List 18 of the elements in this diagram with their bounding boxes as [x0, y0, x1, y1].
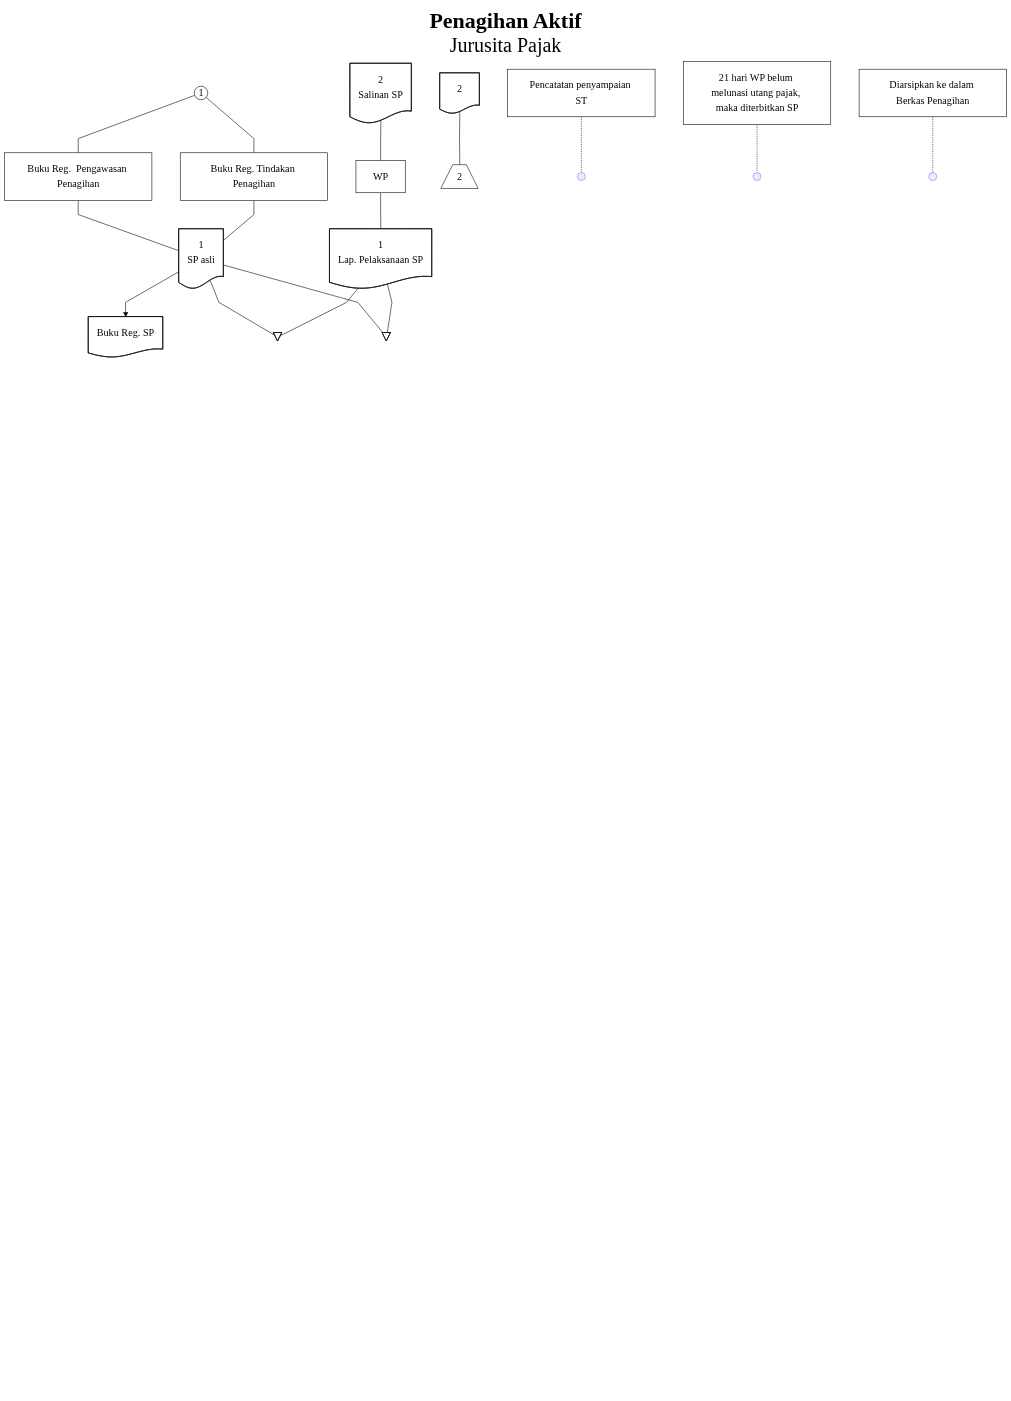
connector	[223, 200, 255, 241]
connector	[280, 288, 359, 336]
diagram-title: Penagihan Aktif	[429, 8, 582, 34]
node-box: Pencatatan penyampaian ST	[507, 68, 656, 118]
node-box: Buku Reg. Tindakan Penagihan	[179, 152, 328, 201]
node-circle: 1	[193, 85, 209, 101]
connector	[380, 192, 382, 230]
connector	[380, 120, 382, 161]
node-box: 21 hari WP belum melunasi utang pajak, maka diterbitkan SP	[683, 61, 832, 125]
connector	[386, 284, 393, 334]
node-box: Diarsipkan ke dalam Berkas Penagihan	[858, 68, 1007, 118]
connector	[209, 280, 276, 336]
connector	[223, 264, 384, 334]
node-box: Buku Reg. Pengawasan Penagihan	[4, 152, 153, 201]
node-box: WP	[355, 160, 406, 194]
connector	[77, 200, 180, 252]
role-label: Jurusita Pajak	[449, 34, 562, 57]
connector	[459, 111, 461, 166]
